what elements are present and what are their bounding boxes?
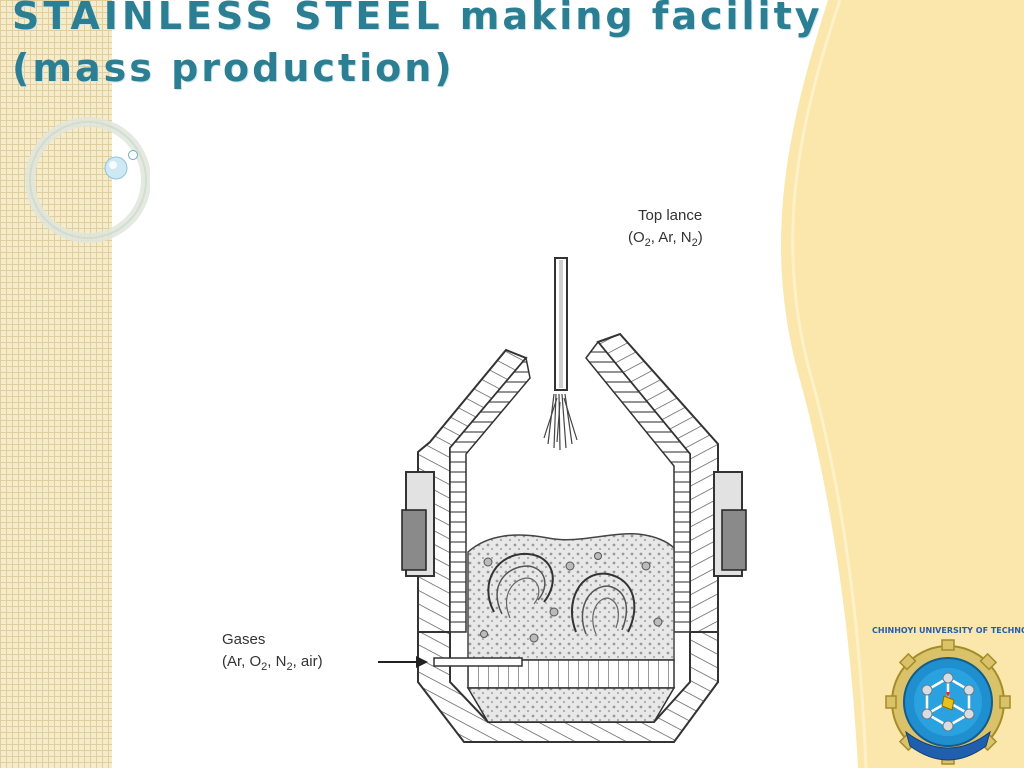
title-line-two: (mass production) [12,46,455,90]
oxygen-jet-spray [543,393,578,451]
gas-inlet-nozzle [433,657,523,667]
slide-title: STAINLESS STEEL making facility (mass pr… [12,0,892,94]
title-rest-part: making facility [443,0,823,38]
university-logo: CHINHOYI UNIVERSITY OF TECHNOLOGY [866,622,1024,768]
vessel-bottom [417,631,719,743]
left-trunnion [401,471,435,577]
bullet-marker [128,150,138,160]
swirl-ornament [25,117,150,243]
top-lance-gases-label: (O2, Ar, N2) [628,229,703,249]
university-seal-icon [885,639,1011,765]
gases-label: Gases [222,631,265,648]
gases-composition-label: (Ar, O2, N2, air) [222,653,323,673]
molten-steel-bath [467,533,675,661]
top-lance-label: Top lance [638,207,702,224]
converter-diagram-svg: Top lance (O2, Ar, N2) Gases (Ar, O2, N2… [222,207,747,743]
logo-caption: CHINHOYI UNIVERSITY OF TECHNOLOGY [872,626,1024,635]
right-trunnion [713,471,747,577]
top-lance [554,257,568,391]
gas-flow-arrow [378,656,428,668]
title-uppercase-part: STAINLESS STEEL [12,0,444,38]
stainless-steel-converter-diagram: Top lance (O2, Ar, N2) Gases (Ar, O2, N2… [188,182,760,750]
